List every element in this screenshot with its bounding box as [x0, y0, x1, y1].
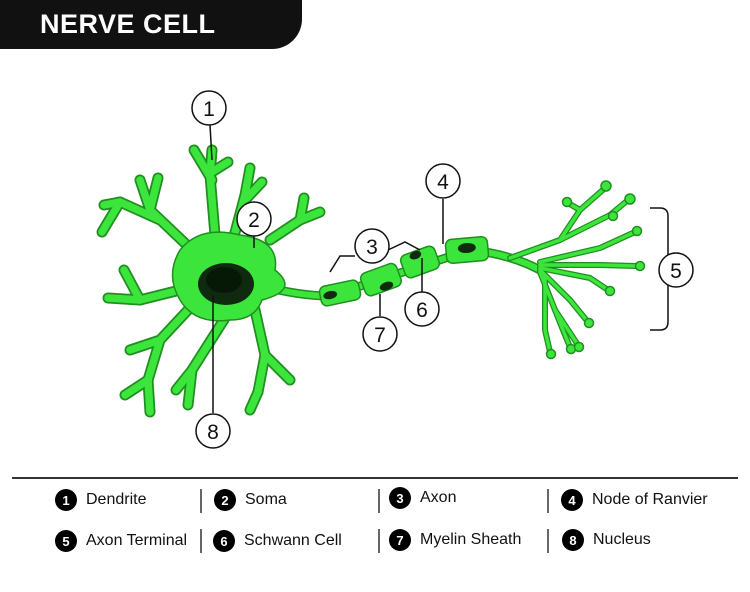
legend-badge: 5: [55, 530, 77, 552]
page-title: NERVE CELL: [40, 9, 216, 39]
synaptic-knobs: [545, 180, 646, 360]
callout-schwann-cell: 6: [416, 299, 428, 322]
callouts: [191, 90, 694, 449]
myelin-sheath: [318, 235, 490, 307]
legend-item-schwann-cell: 6 Schwann Cell: [213, 528, 342, 554]
legend-badge: 6: [213, 530, 235, 552]
axon-terminals-fill: [510, 188, 638, 352]
callout-axon: 3: [366, 236, 378, 259]
legend-separator: [378, 489, 380, 513]
legend-item-soma: 2 Soma: [214, 487, 287, 513]
legend-label: Schwann Cell: [244, 532, 342, 549]
legend-label: Node of Ranvier: [592, 491, 708, 508]
legend-label: Dendrite: [86, 491, 147, 508]
callout-node-of-ranvier: 4: [437, 171, 449, 194]
legend-label: Axon: [420, 489, 457, 506]
callout-myelin-sheath: 7: [374, 324, 386, 347]
legend-label: Axon Terminal: [86, 532, 188, 549]
callout-nucleus: 8: [207, 421, 219, 444]
title-banner: NERVE CELL: [0, 0, 302, 49]
legend-item-node-of-ranvier: 4 Node of Ranvier: [561, 487, 708, 513]
legend-divider: [12, 477, 738, 479]
legend-badge: 1: [55, 489, 77, 511]
legend-label: Nucleus: [593, 531, 651, 548]
callout-soma: 2: [248, 209, 260, 232]
legend-label: Myelin Sheath: [420, 531, 522, 548]
axon-terminals: [507, 185, 641, 355]
callout-axon-terminal: 5: [670, 260, 682, 283]
legend-separator: [378, 529, 380, 553]
legend-item-axon-terminal: 5 Axon Terminal: [55, 528, 187, 554]
legend-badge: 4: [561, 489, 583, 511]
legend-label: Soma: [245, 491, 287, 508]
legend-separator: [200, 489, 202, 513]
callout-dendrite: 1: [203, 98, 215, 121]
legend-item-myelin-sheath: 7 Myelin Sheath: [389, 527, 521, 553]
legend-item-nucleus: 8 Nucleus: [562, 527, 651, 553]
nerve-cell-diagram: 1 2 3 4 5 6 7 8: [96, 90, 694, 449]
legend-badge: 2: [214, 489, 236, 511]
leader-lines: [209, 124, 677, 413]
legend-badge: 3: [389, 487, 411, 509]
legend-badge: 8: [562, 529, 584, 551]
legend-separator: [200, 529, 202, 553]
legend-item-dendrite: 1 Dendrite: [55, 487, 146, 513]
legend-item-axon: 3 Axon: [389, 485, 456, 511]
legend-badge: 7: [389, 529, 411, 551]
legend-separator: [547, 529, 549, 553]
legend-separator: [547, 489, 549, 513]
